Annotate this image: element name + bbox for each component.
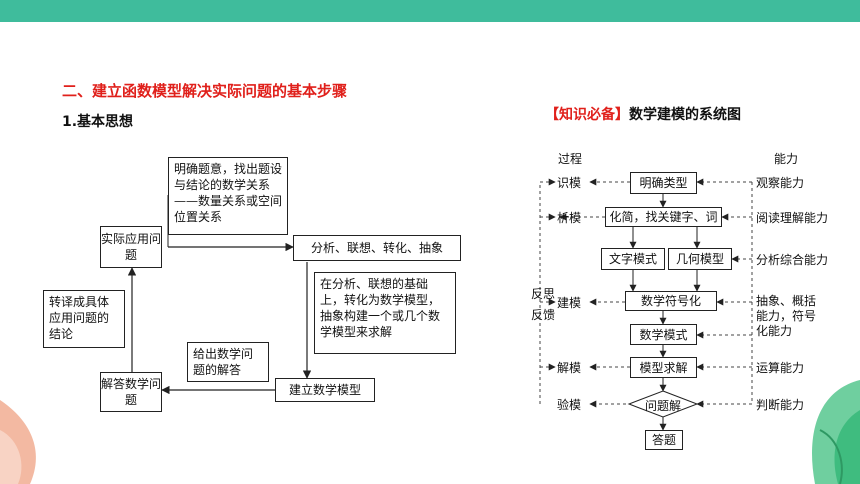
analyze-box: 分析、联想、转化、抽象 xyxy=(293,235,461,261)
box-clarify-type: 明确类型 xyxy=(630,172,697,194)
process-header: 过程 xyxy=(558,152,583,166)
knowledge-text: 数学建模的系统图 xyxy=(629,107,741,123)
box-geometry-model: 几何模型 xyxy=(668,248,732,270)
leaf-decoration-left-icon xyxy=(0,400,36,484)
step-solve: 解模 xyxy=(557,361,582,375)
leaf-decoration-right-icon xyxy=(812,380,860,484)
feedback-label: 反馈 xyxy=(531,308,556,322)
box-math-mode: 数学模式 xyxy=(630,324,697,345)
box-text-mode: 文字模式 xyxy=(601,248,665,270)
solve-box: 解答数学问题 xyxy=(100,372,162,412)
step-build: 建模 xyxy=(557,296,582,310)
box-simplify: 化简，找关键字、词 xyxy=(605,207,722,227)
ability-compute: 运算能力 xyxy=(756,361,805,375)
box-model-solve: 模型求解 xyxy=(630,357,697,378)
detail-box: 在分析、联想的基础上，转化为数学模型，抽象构建一个或几个数学模型来求解 xyxy=(314,272,456,354)
decision-diamond xyxy=(627,390,699,418)
ability-analysis: 分析综合能力 xyxy=(756,253,829,267)
conclusion-box: 转译成具体应用问题的结论 xyxy=(43,290,125,348)
sub-heading: 1.基本思想 xyxy=(62,114,134,130)
top-banner xyxy=(0,0,860,22)
step-analyze: 析模 xyxy=(557,211,582,225)
ability-header: 能力 xyxy=(774,152,799,166)
ability-abstract: 抽象、概括能力，符号化能力 xyxy=(756,294,817,338)
reflect-label: 反思 xyxy=(531,287,556,301)
step-identify: 识模 xyxy=(557,176,582,190)
section-heading: 二、建立函数模型解决实际问题的基本步骤 xyxy=(62,82,348,100)
meaning-box: 明确题意，找出题设与结论的数学关系——数量关系或空间位置关系 xyxy=(168,157,288,235)
box-symbolize: 数学符号化 xyxy=(625,291,717,311)
step-verify: 验模 xyxy=(557,398,582,412)
answer-box: 给出数学问题的解答 xyxy=(187,342,269,382)
ability-reading: 阅读理解能力 xyxy=(756,211,829,225)
knowledge-title: 【知识必备】数学建模的系统图 xyxy=(545,104,741,124)
ability-observe: 观察能力 xyxy=(756,176,805,190)
practical-problem-box: 实际应用问题 xyxy=(100,226,162,268)
build-model-box: 建立数学模型 xyxy=(275,378,375,402)
diamond-label: 问题解 xyxy=(645,399,682,413)
ability-judge: 判断能力 xyxy=(756,398,805,412)
knowledge-tag: 【知识必备】 xyxy=(545,107,629,123)
box-answer: 答题 xyxy=(645,430,683,450)
